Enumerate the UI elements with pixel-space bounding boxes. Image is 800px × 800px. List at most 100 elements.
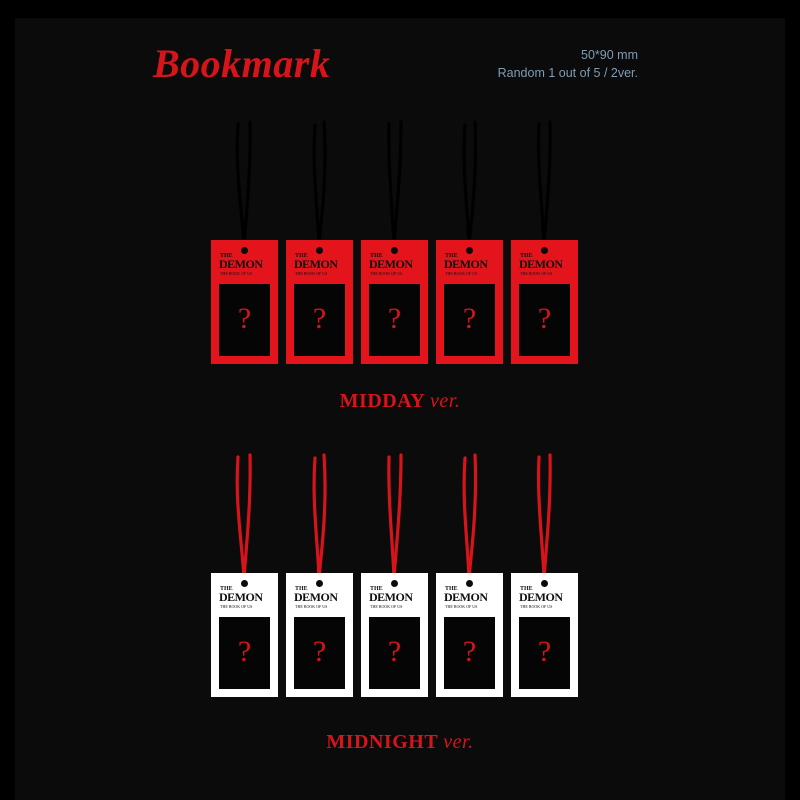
- ribbon-strand: [467, 120, 478, 246]
- question-mark-icon: ?: [537, 302, 552, 335]
- question-mark-icon: ?: [312, 635, 327, 668]
- photo-window: ?: [369, 284, 420, 356]
- card-subtitle: THE BOOK OF US: [520, 604, 553, 609]
- punch-hole: [316, 247, 323, 254]
- question-mark-icon: ?: [237, 635, 252, 668]
- ribbon-icon: [536, 120, 552, 246]
- card-logo: DEMON: [294, 257, 338, 271]
- midday-version-label: MIDDAY ver.: [339, 390, 461, 412]
- photo-window: ?: [444, 284, 495, 356]
- ribbon-strand: [235, 122, 246, 246]
- card-the-text: THE: [220, 253, 233, 259]
- photo-window: ?: [369, 617, 420, 689]
- card-logo: DEMON: [219, 257, 263, 271]
- card-subtitle: THE BOOK OF US: [445, 271, 478, 276]
- ribbon-strand: [536, 455, 546, 579]
- card-logo: DEMON: [219, 590, 263, 604]
- card-logo: DEMON: [369, 590, 413, 604]
- ribbon-strand: [387, 455, 396, 579]
- ribbon-strand: [235, 455, 246, 579]
- ribbon-strand: [317, 453, 327, 579]
- photo-window: ?: [519, 617, 570, 689]
- card-subtitle: THE BOOK OF US: [220, 604, 253, 609]
- card-subtitle: THE BOOK OF US: [220, 271, 253, 276]
- question-mark-icon: ?: [462, 635, 477, 668]
- photo-window: ?: [294, 284, 345, 356]
- punch-hole: [241, 247, 248, 254]
- page-title: Bookmark: [153, 41, 331, 86]
- midnight-version-label: MIDNIGHT ver.: [326, 731, 474, 753]
- ribbon-strand: [536, 122, 546, 246]
- card-logo: DEMON: [444, 590, 488, 604]
- ribbon-strand: [317, 120, 327, 246]
- punch-hole: [541, 247, 548, 254]
- card-logo: DEMON: [294, 590, 338, 604]
- card-the-text: THE: [520, 253, 533, 259]
- ribbon-icon: [462, 120, 478, 246]
- card-subtitle: THE BOOK OF US: [370, 271, 403, 276]
- card-subtitle: THE BOOK OF US: [520, 271, 553, 276]
- ribbon-strand: [387, 122, 396, 246]
- card-the-text: THE: [370, 253, 383, 259]
- card-the-text: THE: [370, 586, 383, 592]
- card-the-text: THE: [220, 586, 233, 592]
- card-subtitle: THE BOOK OF US: [295, 271, 328, 276]
- ribbon-strand: [242, 453, 252, 579]
- punch-hole: [241, 580, 248, 587]
- ribbon-icon: [312, 453, 327, 579]
- card-logo: DEMON: [444, 257, 488, 271]
- punch-hole: [316, 580, 323, 587]
- ribbon-icon: [235, 120, 252, 246]
- ribbon-strand: [242, 120, 252, 246]
- question-mark-icon: ?: [462, 302, 477, 335]
- card-logo: DEMON: [369, 257, 413, 271]
- question-mark-icon: ?: [312, 302, 327, 335]
- photo-window: ?: [219, 284, 270, 356]
- punch-hole: [541, 580, 548, 587]
- question-mark-icon: ?: [387, 635, 402, 668]
- spec-block: 50*90 mm Random 1 out of 5 / 2ver.: [498, 46, 638, 82]
- ribbon-strand: [312, 456, 321, 579]
- ribbon-strand: [392, 120, 403, 246]
- card-the-text: THE: [295, 253, 308, 259]
- card-subtitle: THE BOOK OF US: [370, 604, 403, 609]
- photo-window: ?: [444, 617, 495, 689]
- ribbon-strand: [467, 453, 478, 579]
- punch-hole: [391, 247, 398, 254]
- card-logo: DEMON: [519, 590, 563, 604]
- card-the-text: THE: [445, 586, 458, 592]
- card-subtitle: THE BOOK OF US: [295, 604, 328, 609]
- ribbon-icon: [462, 453, 478, 579]
- ribbon-icon: [536, 453, 552, 579]
- ribbon-icon: [235, 453, 252, 579]
- card-logo: DEMON: [519, 257, 563, 271]
- question-mark-icon: ?: [537, 635, 552, 668]
- card-the-text: THE: [445, 253, 458, 259]
- ribbon-icon: [387, 120, 403, 246]
- punch-hole: [466, 247, 473, 254]
- ribbon-icon: [387, 453, 403, 579]
- card-subtitle: THE BOOK OF US: [445, 604, 478, 609]
- random-text: Random 1 out of 5 / 2ver.: [497, 66, 638, 80]
- size-text: 50*90 mm: [581, 48, 638, 62]
- card-the-text: THE: [520, 586, 533, 592]
- question-mark-icon: ?: [387, 302, 402, 335]
- photo-window: ?: [219, 617, 270, 689]
- punch-hole: [391, 580, 398, 587]
